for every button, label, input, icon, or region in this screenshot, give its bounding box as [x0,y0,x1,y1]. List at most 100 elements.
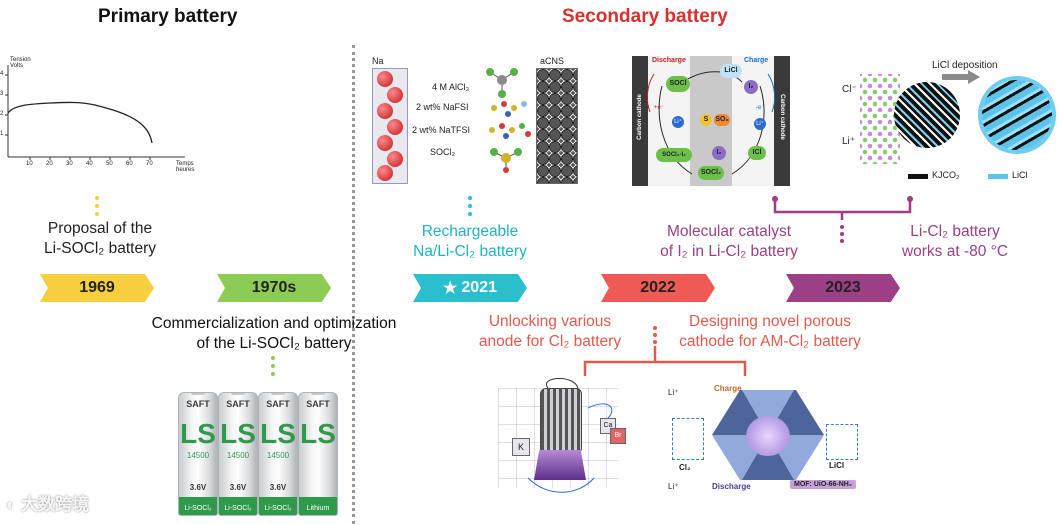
licl-deposition-label: LiCl deposition [932,60,998,71]
left-carbon-cathode [632,56,648,186]
bracket-2022-2023 [772,196,913,243]
species-i2-bottom: I₂ [712,146,726,160]
timeline-2022: 2022 [601,274,715,302]
section-divider [352,45,355,524]
species-socl2-i2: SOCl₂·I₂ [656,148,692,162]
species-socl2: SOCl₂ [698,166,724,180]
timeline-2023: 2023 [786,274,900,302]
graph-x-tick: 30 [66,161,73,167]
graph-y-tick: 4 [0,71,4,77]
molecule-icons [486,68,531,173]
graph-y-tick: 3 [0,91,4,97]
na-label: Na [372,56,384,66]
species-icl: ICl [748,146,766,160]
licl-coated-particle [982,80,1052,150]
year-2022: 2022 [640,279,676,296]
species-i2: I₂ [744,80,758,94]
battery-can-icon [540,388,582,454]
electrolyte-item: SOCl₂ [430,147,455,157]
legend-kjco2-swatch [908,174,928,179]
electron-gain: +e⁻ [654,105,665,111]
connector-dots-1969 [95,196,99,220]
year-2021: 2021 [461,279,497,296]
mof-li-label-top: Li⁺ [668,388,679,397]
species-s: S [700,114,712,126]
graph-y-tick: 2 [0,111,4,117]
right-carbon-cathode [774,56,790,186]
mof-licl-box: LiCl [826,424,858,470]
mof-licl-label: LiCl [829,461,845,470]
licl-deposition-illustration: LiCl deposition Cl⁻ Li⁺ KJCO₂ LiCl [832,54,1057,190]
species-socl: SOCl [666,76,690,92]
acns-label: aCNS [540,56,565,66]
bracket-2022-bottom [583,326,747,376]
species-licl: LiCl [720,64,742,78]
catalyst-cycle-diagram: Carbon cathode Carbon cathode Discharge … [632,56,790,186]
mof-cl2-box: Cl₂ [672,418,704,472]
timeline-1969: 1969 [40,274,154,302]
kjco2-particle [894,82,960,148]
watermark-logo: ◐ 大数跨境 [6,490,89,515]
saft-battery-photo: SAFT LS 14500 3.6V Li-SOCl₂ SAFT LS 1450… [176,388,348,516]
legend-licl-swatch [988,174,1008,179]
graph-x-tick: 20 [46,161,53,167]
battery-cell: SAFT LS Lithium [298,392,338,516]
graph-x-tick: 40 [86,161,93,167]
anode-br-cube: Br [610,428,626,444]
li-ion-label: Li⁺ [842,136,856,147]
graph-x-tick: 70 [146,161,153,167]
na-anode-column [372,68,408,184]
deposition-arrow-icon [942,70,980,84]
mof-pore [746,416,790,456]
species-so2: SO₂ [714,114,730,126]
anode-illustration: K Ca Br [498,378,630,498]
mof-charge-label: Charge [714,384,742,393]
connector-dots-1970s [271,356,275,380]
mof-discharge-label: Discharge [712,482,751,491]
electrolyte-item: 2 wt% NaFSI [416,102,469,112]
species-li-plus: Li⁺ [672,116,684,128]
legend-licl-label: LiCl [1012,170,1028,180]
watermark-icon: ◐ [6,495,17,514]
year-1969: 1969 [79,279,115,296]
electrolyte-item: 4 M AlCl₃ [432,82,470,92]
battery-cell: SAFT LS 14500 3.6V Li-SOCl₂ [218,392,258,516]
graph-x-tick: 10 [26,161,33,167]
connector-dots-2021 [468,196,472,220]
electrolyte-item: 2 wt% NaTFSI [412,125,471,135]
timeline-1970s: 1970s [217,274,331,302]
anode-wires [527,378,613,493]
anode-k-cube: K [512,438,530,456]
electrolyte-illustration: Na aCNS 4 M AlCl₃ 2 wt% NaFSI 2 wt% NaTF… [362,54,592,184]
discharge-label: Discharge [652,57,686,64]
legend-kjco2-label: KJCO₂ [932,170,960,180]
acns-cathode-column [536,68,578,184]
mof-li-label-bottom: Li⁺ [668,482,679,491]
ion-dots [860,74,900,164]
secondary-battery-header: Secondary battery [562,6,728,27]
species-li-plus-right: Li⁺ [754,118,766,130]
electron-loss: -e⁻ [756,105,765,111]
mof-tag: MOF: UiO-66-NH₂ [790,480,856,489]
primary-battery-header: Primary battery [98,6,238,27]
graph-x-tick: 50 [106,161,113,167]
star-icon: ★ [443,280,458,297]
graph-x-tick: 60 [126,161,133,167]
mof-illustration: Li⁺ Li⁺ Charge Discharge Cl₂ LiCl MOF: U… [662,376,872,500]
year-1970s: 1970s [251,279,297,296]
year-2023: 2023 [825,279,861,296]
cycle-arrows [646,71,776,175]
cl-ion-label: Cl⁻ [842,84,857,95]
charge-label: Charge [744,57,769,64]
battery-cell: SAFT LS 14500 3.6V Li-SOCl₂ [258,392,298,516]
